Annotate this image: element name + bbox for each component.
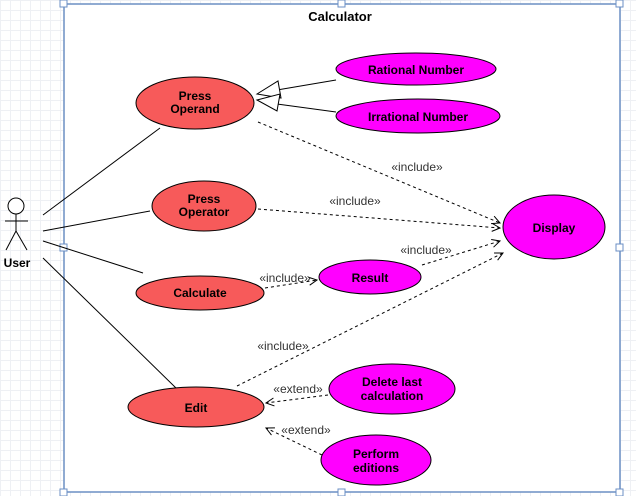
handle-mid-right[interactable] xyxy=(615,243,624,252)
use-case-perform-editions-line2: editions xyxy=(353,461,399,475)
use-case-perform-editions-line1: Perform xyxy=(353,447,399,461)
use-case-delete-last-line2: calculation xyxy=(361,389,424,403)
actor-right-leg xyxy=(15,230,28,251)
dependencies xyxy=(236,121,503,456)
handle-bottom-left[interactable] xyxy=(59,488,68,496)
dep-calculate-result[interactable] xyxy=(264,280,317,289)
dep-operator-display[interactable] xyxy=(257,208,500,228)
handle-top-right[interactable] xyxy=(615,0,624,8)
gen-irrational-line[interactable] xyxy=(276,103,337,113)
use-case-calculate-label: Calculate xyxy=(173,286,227,300)
label-include-calculate-result: «include» xyxy=(259,271,311,285)
system-title: Calculator xyxy=(308,9,372,24)
generalizations xyxy=(255,79,337,113)
handle-top-mid[interactable] xyxy=(337,0,346,8)
use-case-result-label: Result xyxy=(352,271,389,285)
use-case-press-operand-line1: Press xyxy=(179,89,212,103)
use-case-press-operand[interactable]: Press Operand xyxy=(135,76,255,130)
use-case-delete-last-line1: Delete last xyxy=(362,375,422,389)
assoc-edit[interactable] xyxy=(42,257,177,389)
associations xyxy=(42,127,177,389)
actor-label: User xyxy=(4,256,31,270)
dep-delete-edit[interactable] xyxy=(266,394,329,403)
use-case-delete-last-calculation[interactable]: Delete last calculation xyxy=(328,363,456,415)
use-case-display[interactable]: Display xyxy=(502,194,606,260)
handle-bottom-mid[interactable] xyxy=(337,488,346,496)
use-case-press-operator-line2: Operator xyxy=(179,205,230,219)
label-include-operand-display: «include» xyxy=(391,160,443,174)
use-case-calculate[interactable]: Calculate xyxy=(135,275,265,311)
use-case-edit[interactable]: Edit xyxy=(127,386,265,428)
actor-left-leg xyxy=(5,230,17,251)
label-extend-delete: «extend» xyxy=(273,382,323,396)
gen-irrational-arrowhead xyxy=(255,93,281,112)
handle-bottom-right[interactable] xyxy=(615,488,624,496)
use-case-edit-label: Edit xyxy=(185,401,208,415)
label-extend-perform: «extend» xyxy=(281,423,331,437)
label-include-operator-display: «include» xyxy=(329,194,381,208)
use-case-irrational-number[interactable]: Irrational Number xyxy=(335,98,501,134)
use-case-display-label: Display xyxy=(533,221,576,235)
dep-edit-display[interactable] xyxy=(236,253,503,387)
actor-user[interactable] xyxy=(5,197,28,251)
use-case-press-operator[interactable]: Press Operator xyxy=(151,180,257,232)
gen-rational-line[interactable] xyxy=(276,79,337,91)
use-case-perform-editions[interactable]: Perform editions xyxy=(320,434,432,486)
use-case-press-operator-line1: Press xyxy=(188,192,221,206)
use-case-press-operand-line2: Operand xyxy=(170,102,219,116)
actor-head xyxy=(7,197,25,215)
handle-top-left[interactable] xyxy=(59,0,68,8)
use-case-rational-number-label: Rational Number xyxy=(368,63,464,77)
dep-operand-display[interactable] xyxy=(257,121,500,223)
assoc-calculate[interactable] xyxy=(42,240,144,274)
gen-rational-arrowhead xyxy=(255,80,282,99)
label-include-result-display: «include» xyxy=(400,243,452,257)
use-case-irrational-number-label: Irrational Number xyxy=(368,110,468,124)
label-include-edit-display: «include» xyxy=(257,339,309,353)
assoc-press-operand[interactable] xyxy=(42,127,161,216)
assoc-press-operator[interactable] xyxy=(42,210,151,232)
dep-result-display[interactable] xyxy=(421,241,500,266)
use-case-rational-number[interactable]: Rational Number xyxy=(335,52,497,86)
dep-perform-edit[interactable] xyxy=(266,428,323,456)
use-case-result[interactable]: Result xyxy=(318,259,422,295)
